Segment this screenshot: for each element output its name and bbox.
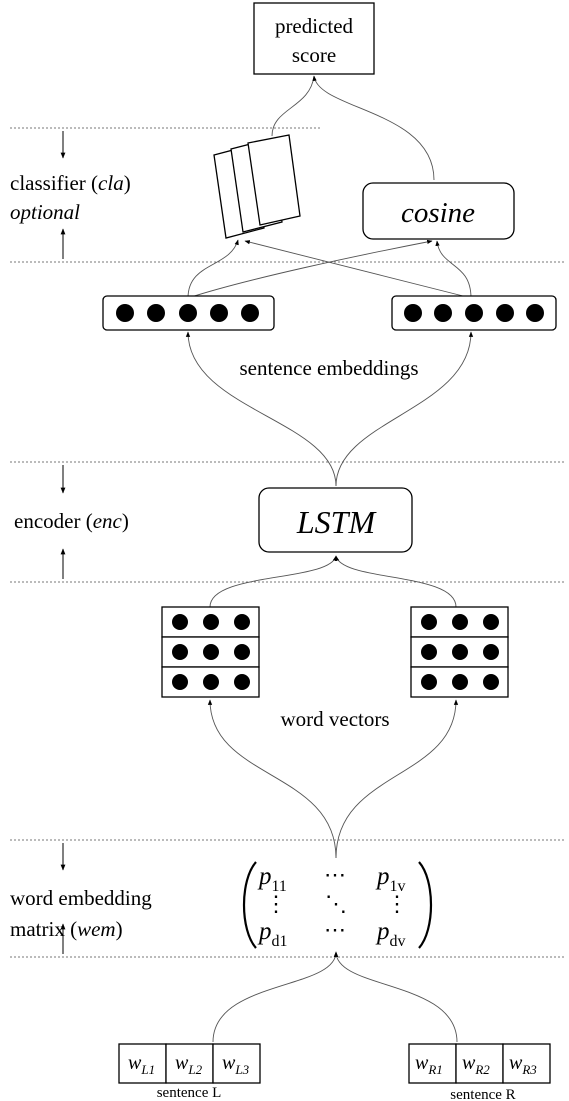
matrix-vdots-right: ⋮ [386,891,408,916]
word-vector-dot [234,674,250,690]
predicted-score-line1: predicted [275,14,354,38]
sentence-l-tokens: wL1 wL2 wL3 [118,1043,261,1084]
embedding-dot [210,304,228,322]
sentence-l-to-matrix [212,951,339,1043]
matrix-hdots-bottom: ⋯ [324,917,346,942]
cosine-label: cosine [401,197,475,229]
matrix-to-left-wordvec [207,699,337,859]
left-emb-to-cosine [187,239,433,299]
embedding-dot [179,304,197,322]
matrix-to-right-wordvec [335,699,459,859]
matrix-pd1: pd1 [257,918,288,950]
word-vector-dot [483,644,499,660]
word-vector-dot [421,614,437,630]
predicted-score-line2: score [292,43,336,67]
embedding-dot [241,304,259,322]
lstm-label: LSTM [296,504,378,540]
matrix-p11: p11 [257,863,287,895]
word-vector-dot [234,644,250,660]
word-vector-dot [452,674,468,690]
left-sentence-embedding [102,295,275,331]
embedding-dot [465,304,483,322]
sentence-embeddings-label: sentence embeddings [239,356,418,380]
classifier-optional-note: optional [10,200,80,224]
matrix-right-paren [418,861,433,949]
embedding-dot [496,304,514,322]
word-vectors-label: word vectors [280,707,389,731]
matrix-vdots-left: ⋮ [265,891,287,916]
token-wL1: wL1 [128,1052,155,1077]
token-wL3: wL3 [222,1052,250,1077]
matrix-p1v: p1v [375,863,406,895]
sentence-r-tokens: wR1 wR2 wR3 [408,1043,551,1084]
wem-label-line2: matrix (wem) [10,917,123,941]
word-vector-dot [172,644,188,660]
token-wR1: wR1 [415,1052,443,1077]
matrix-hdots-top: ⋯ [324,862,346,887]
token-cell [455,1043,504,1084]
word-vector-dot [172,614,188,630]
right-word-vectors [410,606,509,698]
classifier-pages-icon [213,134,301,239]
word-vector-dot [234,614,250,630]
left-word-vectors [161,606,260,698]
right-emb-to-classifier [244,240,472,299]
token-wL2: wL2 [175,1052,203,1077]
word-vector-dot [203,644,219,660]
right-emb-to-cosine [435,240,472,299]
word-vector-dot [421,644,437,660]
word-vector-dot [203,614,219,630]
predicted-score-box [253,2,375,75]
word-vector-dot [421,674,437,690]
token-wR3: wR3 [509,1052,537,1077]
lstm-box [258,487,413,553]
word-embedding-matrix: p11 ⋯ p1v ⋮ ⋱ ⋮ pd1 ⋯ pdv [242,861,433,950]
left-wordvec-to-lstm [209,555,337,608]
sentence-l-label: sentence L [157,1085,222,1101]
wem-label-line1: word embedding [10,886,152,910]
lstm-to-right-embedding [335,331,474,487]
embedding-dot [116,304,134,322]
word-vector-dot [452,644,468,660]
word-vector-dot [483,614,499,630]
sentence-r-label: sentence R [450,1087,515,1101]
word-vector-dot [483,674,499,690]
token-wR2: wR2 [462,1052,490,1077]
cosine-to-score-connector [312,75,435,181]
right-sentence-embedding [391,295,557,331]
word-vector-dot [452,614,468,630]
classifier-label: classifier (cla) [10,171,131,195]
classifier-to-score-connector [271,75,315,137]
sentence-r-to-matrix [333,951,458,1043]
matrix-ddots: ⋱ [325,891,347,916]
embedding-dot [147,304,165,322]
left-emb-to-classifier [187,239,239,299]
token-cell [502,1043,551,1084]
word-vector-dot [172,674,188,690]
matrix-left-paren [242,861,257,949]
embedding-dot [434,304,452,322]
matrix-pdv: pdv [375,918,406,950]
embedding-dot [526,304,544,322]
right-wordvec-to-lstm [335,555,457,608]
encoder-label: encoder (enc) [14,509,129,533]
embedding-dot [404,304,422,322]
token-cell [212,1043,261,1084]
lstm-to-left-embedding [185,331,337,487]
word-vector-dot [203,674,219,690]
token-cell [118,1043,167,1084]
cosine-box [362,182,515,240]
